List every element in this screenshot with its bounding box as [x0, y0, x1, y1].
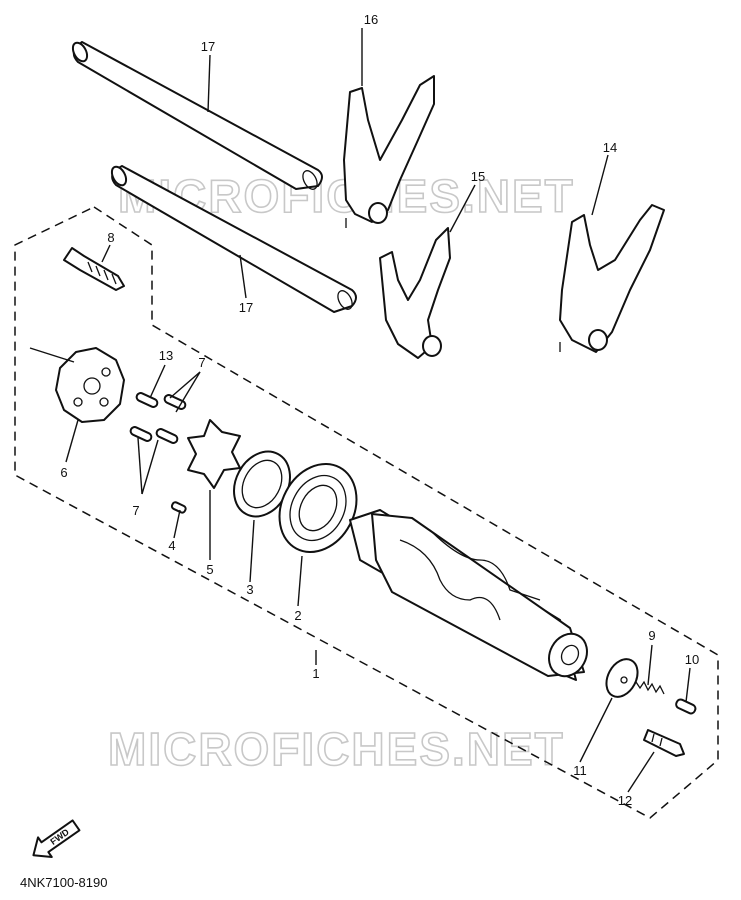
segment-6: [55, 347, 125, 423]
callout-7-lower: 7: [132, 503, 139, 518]
callout-8: 8: [107, 230, 114, 245]
shift-fork-14: [559, 204, 665, 353]
pin-10: [675, 698, 697, 715]
watermark-bottom: MICROFICHES.NET: [108, 723, 565, 775]
bearing-2: [278, 463, 358, 553]
screw-8: [63, 247, 125, 291]
shift-drum-1: [349, 509, 588, 681]
callout-7-upper: 7: [198, 355, 205, 370]
callout-6: 6: [60, 465, 67, 480]
shift-fork-shaft-lower: [110, 165, 357, 313]
callout-14: 14: [603, 140, 617, 155]
callout-16: 16: [364, 12, 378, 27]
callout-3: 3: [246, 582, 253, 597]
shift-fork-16: [343, 75, 435, 228]
screw-12: [643, 729, 685, 757]
fwd-arrow-icon: FWD: [32, 819, 81, 859]
dowel-pins: [129, 392, 187, 514]
leader-lines: [29, 28, 691, 793]
callout-13: 13: [159, 348, 173, 363]
star-plate-5: [187, 419, 241, 489]
callout-17-lower: 17: [239, 300, 253, 315]
plate-11: [605, 658, 639, 698]
callout-11: 11: [573, 763, 587, 778]
spring-9: [635, 680, 665, 695]
callout-17-upper: 17: [201, 39, 215, 54]
callout-5: 5: [206, 562, 213, 577]
callout-15: 15: [471, 169, 485, 184]
callout-4: 4: [168, 538, 175, 553]
assembly-boundary: [14, 206, 719, 819]
callout-1: 1: [312, 666, 319, 681]
shift-fork-shaft-upper: [71, 41, 323, 190]
callout-10: 10: [685, 652, 699, 667]
callout-9: 9: [648, 628, 655, 643]
callout-12: 12: [618, 793, 632, 808]
catalog-code: 4NK7100-8190: [20, 875, 107, 890]
callout-2: 2: [294, 608, 301, 623]
shift-fork-15: [379, 227, 451, 359]
